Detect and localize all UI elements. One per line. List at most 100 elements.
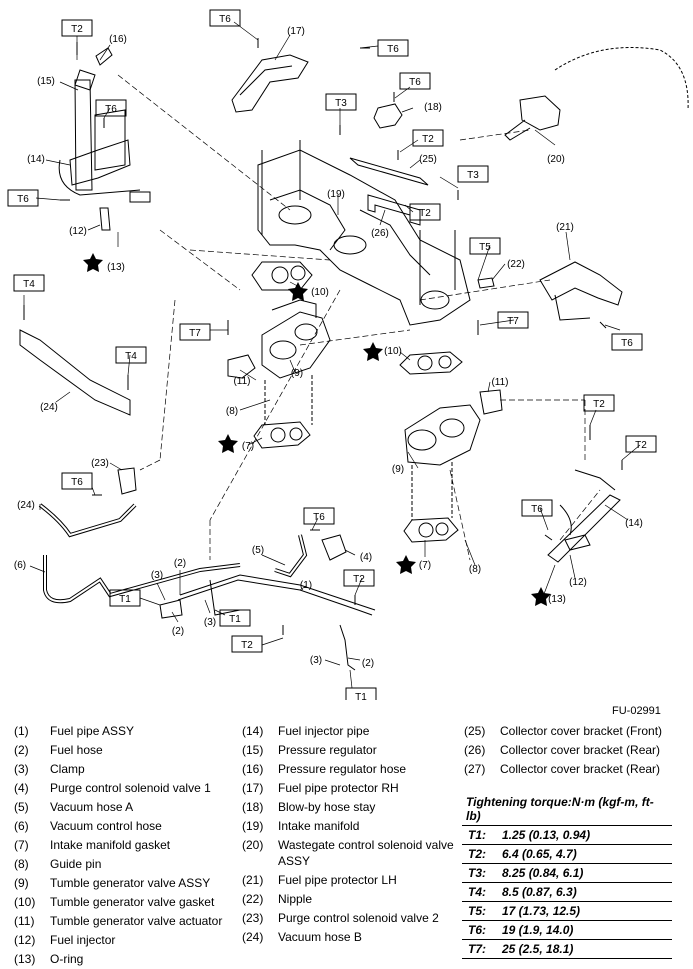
legend-item: (8)Guide pin: [14, 855, 222, 874]
callout-t6: T6: [71, 477, 83, 488]
callout-11: (11): [491, 377, 508, 388]
callout-t2: T2: [422, 134, 434, 145]
legend-item-text: Fuel injector pipe: [278, 724, 370, 738]
callout-t1: T1: [119, 594, 131, 605]
callout-t6: T6: [105, 104, 117, 115]
legend-item-number: (26): [464, 743, 486, 757]
figure-id: FU-02991: [612, 705, 661, 717]
fuel-pipe-assy: [159, 574, 376, 671]
bolts: [23, 38, 623, 635]
callout-t6: T6: [17, 194, 29, 205]
legend-item-number: (15): [242, 743, 264, 757]
purge-control-solenoid-valve-2: [117, 467, 137, 495]
callout-3: (3): [310, 655, 322, 666]
legend-item-text: Vacuum hose A: [50, 800, 134, 814]
callout-11: (11): [233, 376, 250, 387]
legend-item-number: (7): [14, 838, 29, 852]
callout-t1: T1: [355, 692, 367, 700]
callout-26: (26): [371, 228, 389, 239]
exploded-parts-diagram: T2 T6 T6 T6 T6 T3 T2 T3 T2 T6 T5 T4 T7 T…: [7, 9, 689, 700]
callout-24: (24): [17, 500, 35, 511]
callout-8: (8): [226, 406, 238, 417]
torque-value: 17 (1.73, 12.5): [502, 904, 581, 918]
torque-key: T7:: [468, 942, 486, 956]
purge-control-solenoid-valve-1: [321, 534, 347, 561]
callout-3: (3): [204, 617, 216, 628]
tumble-generator-valve-left: [261, 299, 331, 379]
torque-row: T6:19 (1.9, 14.0): [462, 921, 672, 940]
tgv-actuator-left: [227, 354, 256, 379]
callout-4: (4): [360, 552, 372, 563]
legend-item: (12)Fuel injector: [14, 931, 222, 950]
callout-t2: T2: [419, 208, 431, 219]
callout-16: (16): [109, 34, 127, 45]
legend-item-text: Purge control solenoid valve 2: [278, 911, 439, 925]
torque-row: T7:25 (2.5, 18.1): [462, 940, 672, 959]
callout-t4: T4: [23, 279, 35, 290]
collector-cover-bracket-front: [349, 157, 429, 186]
legend-item-number: (9): [14, 876, 29, 890]
legend-item-number: (8): [14, 857, 29, 871]
legend-column-3: (25)Collector cover bracket (Front)(26)C…: [464, 722, 662, 779]
legend-item-text: Fuel pipe protector LH: [278, 873, 397, 887]
legend-item-text: Pressure regulator hose: [278, 762, 407, 776]
tgv-gasket-right: [399, 351, 463, 375]
blow-by-hose-stay: [373, 103, 403, 129]
legend-item-number: (22): [242, 892, 264, 906]
legend-item-text: Fuel pipe protector RH: [278, 781, 399, 795]
callout-6: (6): [14, 560, 26, 571]
legend-item-number: (6): [14, 819, 29, 833]
torque-table-heading: Tightening torque:N·m (kgf-m, ft-lb): [462, 794, 672, 826]
legend-item: (6)Vacuum control hose: [14, 817, 222, 836]
legend-item-number: (5): [14, 800, 29, 814]
callout-t6: T6: [219, 14, 231, 25]
callout-22: (22): [507, 259, 525, 270]
legend-item-number: (13): [14, 952, 36, 966]
legend-column-2: (14)Fuel injector pipe(15)Pressure regul…: [242, 722, 458, 947]
fuel-pipe-protector-lh: [539, 261, 623, 306]
legend-item: (18)Blow-by hose stay: [242, 798, 458, 817]
legend-item: (15) Pressure regulator: [242, 741, 458, 760]
star-markers: [83, 253, 551, 606]
legend-item: (5) Vacuum hose A: [14, 798, 222, 817]
callout-21: (21): [556, 222, 574, 233]
callout-t5: T5: [479, 242, 491, 253]
callout-7: (7): [242, 441, 254, 452]
torque-value: 8.25 (0.84, 6.1): [502, 866, 584, 880]
legend-item: (3)Clamp: [14, 760, 222, 779]
callout-t6: T6: [313, 512, 325, 523]
legend-item-number: (25): [464, 724, 486, 738]
legend-item: (22) Nipple: [242, 890, 458, 909]
alignment-lines: [117, 74, 601, 561]
legend-item-text: Nipple: [278, 892, 313, 906]
torque-row: T4:8.5 (0.87, 6.3): [462, 883, 672, 902]
fuel-injector-pipe-left: [58, 47, 141, 196]
fuel-pipe-protector-rh: [231, 54, 309, 113]
callout-23: (23): [91, 458, 109, 469]
callout-9: (9): [291, 368, 303, 379]
legend-item-text: Pressure regulator: [278, 743, 377, 757]
legend-item: (11)Tumble generator valve actuator: [14, 912, 222, 931]
torque-value: 6.4 (0.65, 4.7): [502, 847, 577, 861]
torque-key: T1:: [468, 828, 486, 842]
callout-t1: T1: [229, 614, 241, 625]
callout-5: (5): [252, 545, 264, 556]
intake-manifold: [257, 140, 471, 326]
legend-item: (21)Fuel pipe protector LH: [242, 871, 458, 890]
legend-item-number: (4): [14, 781, 29, 795]
vacuum-hose-b-inner: [39, 504, 136, 537]
callout-20: (20): [547, 154, 565, 165]
legend-item: (25)Collector cover bracket (Front): [464, 722, 662, 741]
callout-13: (13): [548, 594, 566, 605]
torque-table-rows: T1:1.25 (0.13, 0.94)T2:6.4 (0.65, 4.7)T3…: [462, 826, 672, 959]
legend-item-number: (10): [14, 895, 36, 909]
torque-row: T2:6.4 (0.65, 4.7): [462, 845, 672, 864]
legend-item-text: Fuel injector: [50, 933, 116, 947]
torque-callout-boxes: [7, 9, 657, 700]
legend-item: (17)Fuel pipe protector RH: [242, 779, 458, 798]
torque-value: 1.25 (0.13, 0.94): [502, 828, 591, 842]
callout-18: (18): [424, 102, 442, 113]
fuel-injectors-left: [99, 191, 151, 231]
callout-t2: T2: [593, 399, 605, 410]
legend-item-text: Tumble generator valve gasket: [50, 895, 215, 909]
